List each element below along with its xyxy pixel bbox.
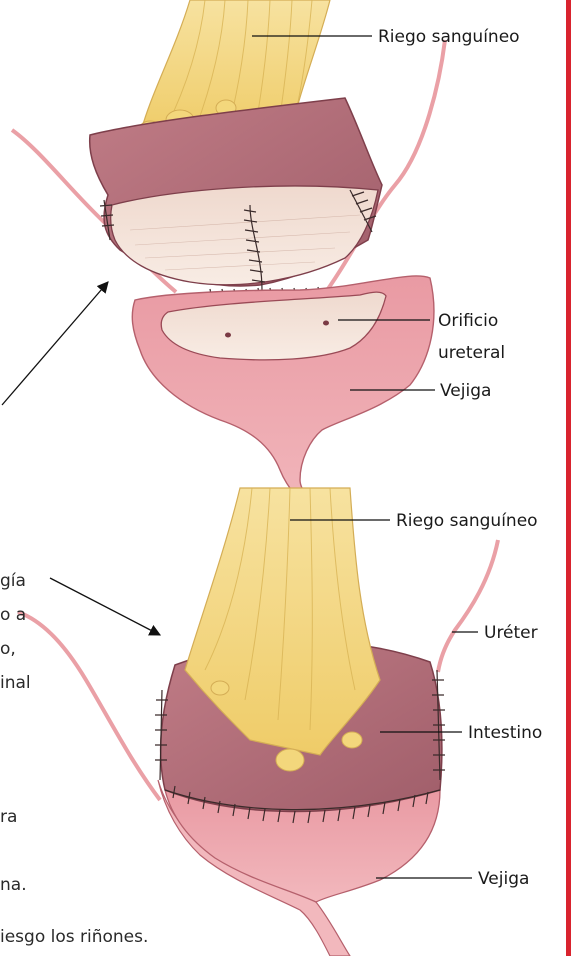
caption-fragment-2: o a	[0, 605, 26, 625]
caption-fragment-7: iesgo los riñones.	[0, 927, 148, 947]
caption-fragment-1: gía	[0, 571, 26, 591]
caption-fragment-5: ra	[0, 807, 17, 827]
ureter-label: Uréter	[484, 623, 538, 643]
top-bladder-label: Vejiga	[440, 381, 491, 401]
bottom-bladder-label: Vejiga	[478, 869, 529, 889]
bottom-left-ureter-vessel	[18, 612, 160, 800]
bottom-blood-supply-label: Riego sanguíneo	[396, 511, 538, 531]
top-intestine-inner	[111, 186, 378, 285]
top-blood-supply-label: Riego sanguíneo	[378, 27, 520, 47]
bottom-pointer-arrow	[50, 578, 160, 635]
right-ureteral-orifice	[323, 321, 329, 326]
ureteral-orifice-label-line1: Orificio	[438, 311, 498, 331]
intestine-label: Intestino	[468, 723, 542, 743]
top-pointer-arrow	[2, 282, 108, 405]
caption-fragment-3: o,	[0, 639, 16, 659]
ureteral-orifice-label-line2: ureteral	[438, 343, 505, 363]
accent-bar	[566, 0, 571, 956]
bottom-right-ureter-vessel	[438, 540, 498, 672]
bottom-diagram: Riego sanguíneo Uréter Intestino Vejiga	[18, 488, 542, 956]
caption-fragment-6: na.	[0, 875, 27, 895]
clipped-caption-text: gía o a o, inal ra na. iesgo los riñones…	[0, 571, 148, 947]
caption-fragment-4: inal	[0, 673, 31, 693]
left-ureteral-orifice	[225, 333, 231, 338]
top-diagram: Riego sanguíneo Orificio ureteral Vejiga	[2, 0, 520, 530]
